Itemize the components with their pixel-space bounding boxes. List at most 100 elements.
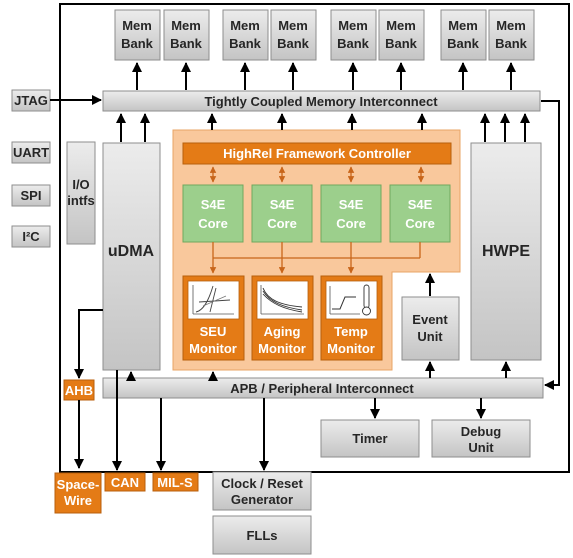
mem-bank-4-label: Mem — [278, 18, 308, 33]
ahb-box: AHB — [63, 379, 95, 401]
core-1-label-2: Core — [198, 216, 228, 231]
seu-monitor: SEU Monitor — [182, 275, 245, 361]
core-1: S4E Core — [182, 184, 244, 243]
can-box: CAN — [104, 472, 146, 492]
core-1-label-1: S4E — [201, 197, 226, 212]
jtag-label: JTAG — [14, 93, 48, 108]
mem-bank-3: Mem — [222, 9, 269, 61]
udma-label: uDMA — [108, 243, 155, 260]
seu-monitor-label-2: Monitor — [189, 341, 237, 356]
temp-monitor: Temp Monitor — [320, 275, 383, 361]
mem-bank-8-label: Mem — [496, 18, 526, 33]
mem-bank-8: Mem — [488, 9, 535, 61]
mem-bank-8-label-2: Bank — [495, 36, 528, 51]
framework-region — [172, 129, 461, 371]
mem-bank-arrows — [132, 62, 516, 90]
mem-bank-6-label-2: Bank — [385, 36, 418, 51]
mem-bank-6: Mem — [378, 9, 425, 61]
spacewire-label-2: Wire — [64, 493, 92, 508]
tcm-interconnect: Tightly Coupled Memory Interconnect — [102, 90, 541, 112]
framework-controller-label: HighRel Framework Controller — [223, 146, 411, 161]
event-unit-label-2: Unit — [417, 329, 443, 344]
i2c-label: I²C — [22, 229, 40, 244]
temp-monitor-label-1: Temp — [334, 324, 368, 339]
mem-bank-4: Mem — [270, 9, 317, 61]
jtag-box: JTAG — [11, 89, 51, 112]
clock-reset-box: Clock / Reset Generator — [212, 471, 312, 511]
apb-interconnect-label: APB / Peripheral Interconnect — [230, 381, 414, 396]
mem-bank-3-label-2: Bank — [229, 36, 262, 51]
udma-to-ahb-arrow — [74, 309, 103, 379]
core-2-label-2: Core — [267, 216, 297, 231]
flls-label: FLLs — [246, 528, 277, 543]
ahb-label: AHB — [65, 383, 93, 398]
monitor-bus — [209, 242, 421, 274]
right-bus-arrow — [541, 100, 560, 390]
clock-reset-label-1: Clock / Reset — [221, 476, 303, 491]
mem-bank-1: Mem — [114, 9, 161, 61]
seu-monitor-label-1: SEU — [200, 324, 227, 339]
hwpe-box: HWPE — [470, 142, 542, 361]
io-intfs-label-1: I/O — [72, 177, 89, 192]
mem-bank-2-label-2: Bank — [170, 36, 203, 51]
timer-box: Timer — [320, 419, 420, 458]
flls-box: FLLs — [212, 515, 312, 555]
mem-bank-1-label-2: Bank — [121, 36, 154, 51]
spacewire-label-1: Space- — [57, 477, 100, 492]
mem-bank-5: Mem — [330, 9, 377, 61]
aging-monitor: Aging Monitor — [251, 275, 314, 361]
event-unit: Event Unit — [401, 296, 460, 361]
core-3: S4E Core — [320, 184, 382, 243]
uart-box: UART — [11, 141, 51, 164]
mem-bank-5-label: Mem — [338, 18, 368, 33]
core-2-label-1: S4E — [270, 197, 295, 212]
framework-controller: HighRel Framework Controller — [182, 142, 452, 165]
mem-bank-4-label-2: Bank — [277, 36, 310, 51]
core-3-label-2: Core — [336, 216, 366, 231]
mem-bank-3-label: Mem — [230, 18, 260, 33]
core-3-label-1: S4E — [339, 197, 364, 212]
apb-interconnect: APB / Peripheral Interconnect — [102, 377, 544, 399]
spacewire-box: Space- Wire — [54, 472, 102, 514]
chip-boundary — [59, 3, 570, 473]
io-intfs-label-2: intfs — [67, 193, 94, 208]
timer-label: Timer — [352, 431, 387, 446]
aging-curves-icon — [260, 285, 304, 315]
mem-bank-2: Mem — [163, 9, 210, 61]
uart-label: UART — [13, 145, 49, 160]
debug-unit-label-1: Debug — [461, 424, 502, 439]
mem-banks: Mem Mem Mem Mem Mem Mem Mem Mem — [114, 9, 535, 61]
aging-monitor-label-2: Monitor — [258, 341, 306, 356]
i2c-box: I²C — [11, 225, 51, 248]
mils-box: MIL-S — [152, 472, 199, 492]
spi-label: SPI — [21, 188, 42, 203]
temp-monitor-label-2: Monitor — [327, 341, 375, 356]
core-4-label-2: Core — [405, 216, 435, 231]
clock-reset-label-2: Generator — [231, 492, 293, 507]
seu-graph-icon — [192, 285, 234, 315]
mem-bank-6-label: Mem — [386, 18, 416, 33]
aging-monitor-label-1: Aging — [264, 324, 301, 339]
debug-unit-box: Debug Unit — [431, 419, 531, 458]
hwpe-label: HWPE — [482, 243, 530, 260]
mem-bank-7: Mem — [440, 9, 487, 61]
event-unit-label-1: Event — [412, 312, 448, 327]
mem-bank-5-label-2: Bank — [337, 36, 370, 51]
core-4: S4E Core — [389, 184, 451, 243]
mils-label: MIL-S — [157, 475, 193, 490]
mem-bank-2-label: Mem — [171, 18, 201, 33]
spi-box: SPI — [11, 184, 51, 207]
thermometer-icon — [329, 284, 371, 316]
tcm-interconnect-label: Tightly Coupled Memory Interconnect — [204, 94, 438, 109]
io-intfs-box: I/O intfs — [66, 141, 96, 245]
mem-bank-7-label: Mem — [448, 18, 478, 33]
mem-bank-7-label-2: Bank — [447, 36, 480, 51]
controller-core-arrows — [209, 166, 425, 183]
core-4-label-1: S4E — [408, 197, 433, 212]
udma-box: uDMA — [102, 142, 161, 371]
can-label: CAN — [111, 475, 139, 490]
debug-unit-label-2: Unit — [468, 440, 494, 455]
core-2: S4E Core — [251, 184, 313, 243]
mem-bank-1-label: Mem — [122, 18, 152, 33]
